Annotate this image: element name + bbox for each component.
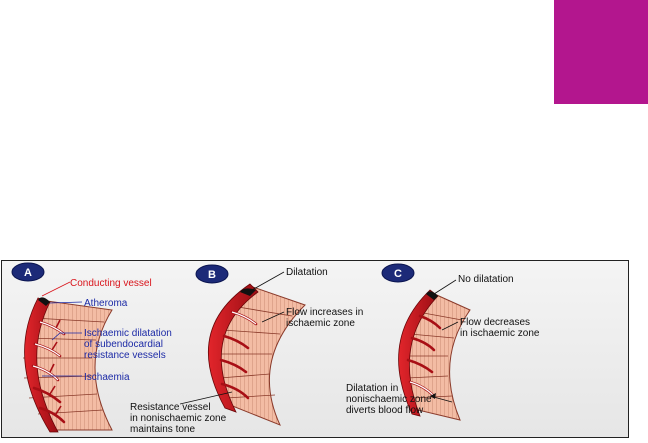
atheroma-a bbox=[38, 297, 50, 306]
label-dilatation-nonischaemic-line-2: nonischaemic zone bbox=[346, 394, 432, 405]
label-resistance-vessel-line-1: Resistance vessel bbox=[130, 402, 211, 413]
dilated-segment-b bbox=[240, 288, 256, 296]
label-ischaemic-dilatation: Ischaemic dilatation of subendocardial r… bbox=[84, 328, 175, 361]
label-flow-decreases-line-2: in ischaemic zone bbox=[460, 328, 540, 339]
label-no-dilatation: No dilatation bbox=[458, 274, 514, 285]
label-resistance-vessel: Resistance vessel in nonischaemic zone m… bbox=[130, 402, 229, 435]
badge-b bbox=[195, 264, 229, 284]
label-ischaemic-dilatation-line-2: of subendocardial bbox=[84, 339, 163, 350]
label-dilatation: Dilatation bbox=[286, 267, 328, 278]
conducting-vessel-c bbox=[398, 289, 439, 417]
label-dilatation-nonischaemic-line-1: Dilatation in bbox=[346, 383, 398, 394]
leader-lines-b bbox=[179, 271, 285, 405]
label-dilatation-nonischaemic-line-3: diverts blood flow bbox=[346, 405, 424, 416]
panel-b: B Dilatation Flow increases in ischaemic… bbox=[130, 264, 366, 435]
arrow-dilatation-c bbox=[429, 393, 453, 403]
label-resistance-vessel-line-2: in nonischaemic zone bbox=[130, 413, 227, 424]
label-flow-decreases-line-1: Flow decreases bbox=[460, 317, 530, 328]
label-resistance-vessel-line-3: maintains tone bbox=[130, 424, 195, 435]
label-ischaemic-dilatation-line-1: Ischaemic dilatation bbox=[84, 328, 172, 339]
dilated-vessel-cores-b bbox=[231, 311, 257, 325]
conducting-vessel-a bbox=[24, 297, 59, 433]
label-flow-decreases: Flow decreases in ischaemic zone bbox=[460, 317, 540, 339]
badge-a-label: A bbox=[24, 267, 32, 279]
label-ischaemic-dilatation-line-3: resistance vessels bbox=[84, 350, 166, 361]
resistance-vessel-branches-a bbox=[49, 319, 62, 415]
leader-lines-c bbox=[433, 279, 459, 331]
dilated-vessel-cores-c bbox=[409, 381, 435, 397]
magenta-block bbox=[554, 0, 648, 104]
label-flow-increases-line-2: ischaemic zone bbox=[286, 318, 355, 329]
diagram-panel bbox=[1, 260, 629, 438]
label-conducting-vessel: Conducting vessel bbox=[70, 278, 152, 289]
panel-a: A Conducting vessel Atheroma Ischaemic d… bbox=[11, 262, 175, 433]
label-dilatation-nonischaemic: Dilatation in nonischaemic zone diverts … bbox=[346, 383, 434, 416]
badge-a bbox=[11, 262, 45, 282]
label-atheroma: Atheroma bbox=[84, 298, 128, 309]
label-flow-increases: Flow increases in ischaemic zone bbox=[286, 307, 366, 329]
badge-c-label: C bbox=[394, 268, 402, 280]
leader-lines-blue-a bbox=[42, 301, 83, 377]
label-flow-increases-line-1: Flow increases in bbox=[286, 307, 363, 318]
badge-c bbox=[381, 263, 415, 283]
panel-c: C No dilatation Flow decreases in ischae… bbox=[346, 263, 540, 421]
conducting-vessel-b bbox=[207, 283, 259, 413]
badge-b-label: B bbox=[208, 269, 216, 281]
leader-lines-red-a bbox=[41, 281, 71, 297]
segment-lines-b bbox=[218, 305, 293, 399]
label-ischaemia: Ischaemia bbox=[84, 372, 130, 383]
